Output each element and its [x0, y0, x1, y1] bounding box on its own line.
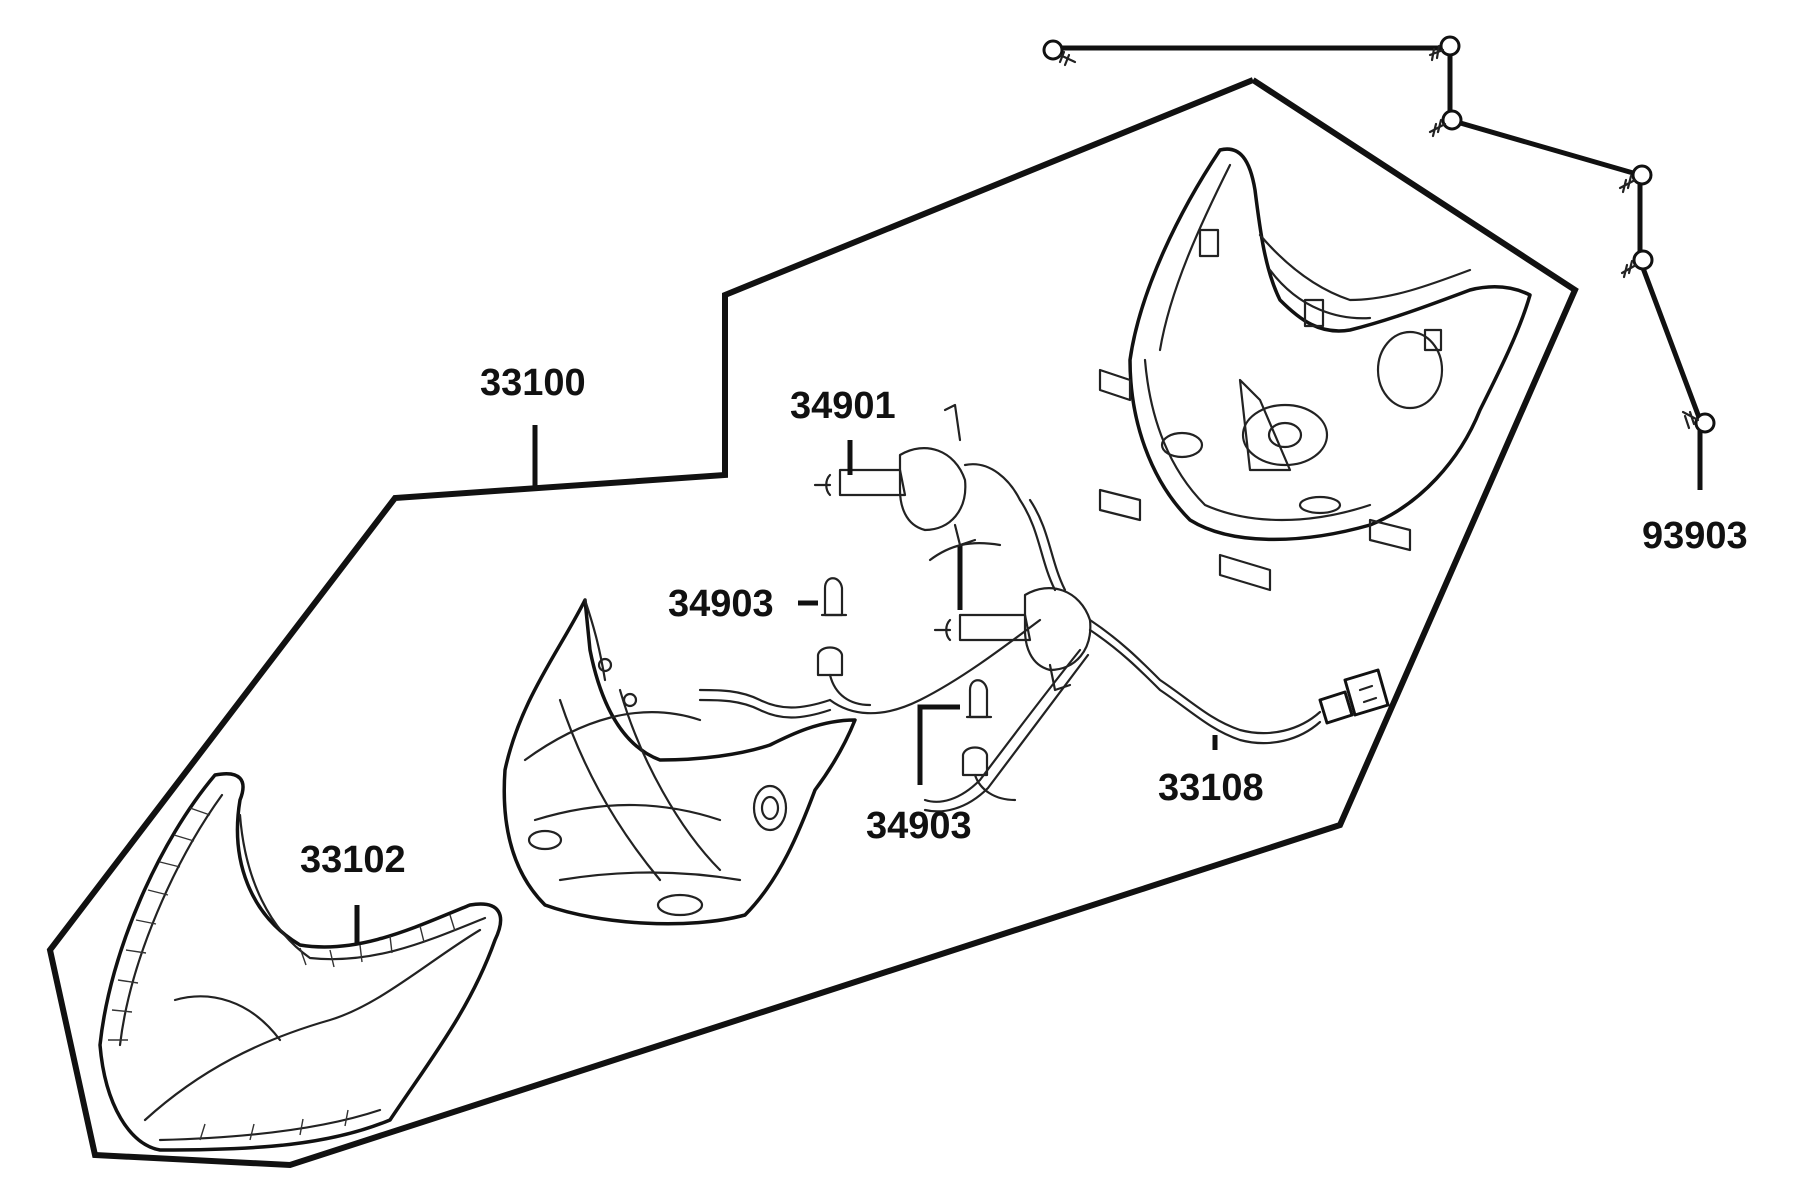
screw-leader-network	[1055, 45, 1703, 490]
label-34903-lower: 34903	[866, 805, 972, 847]
screw-1	[1042, 39, 1077, 67]
assembly-outline	[46, 77, 1579, 1169]
headlight-bulb-upper	[813, 403, 1022, 547]
wire-harness	[698, 498, 1390, 813]
label-34901: 34901	[790, 385, 896, 427]
label-33100: 33100	[480, 362, 586, 404]
headlight-bulb-lower	[933, 587, 1092, 692]
label-34903-upper: 34903	[668, 583, 774, 625]
label-33102: 33102	[300, 839, 406, 881]
headlight-lens	[98, 772, 503, 1152]
screw-5	[1620, 249, 1654, 279]
screw-6	[1681, 410, 1716, 434]
small-bulb-lower	[961, 679, 1017, 802]
small-bulb-upper	[816, 577, 872, 707]
label-93903: 93903	[1642, 515, 1748, 557]
screw-3	[1428, 109, 1463, 138]
label-33108: 33108	[1158, 767, 1264, 809]
screw-4	[1618, 164, 1653, 194]
screw-2	[1428, 35, 1461, 62]
reflector-housing	[502, 598, 857, 926]
rear-housing	[1098, 147, 1532, 592]
leader-34903-lower	[917, 704, 960, 785]
